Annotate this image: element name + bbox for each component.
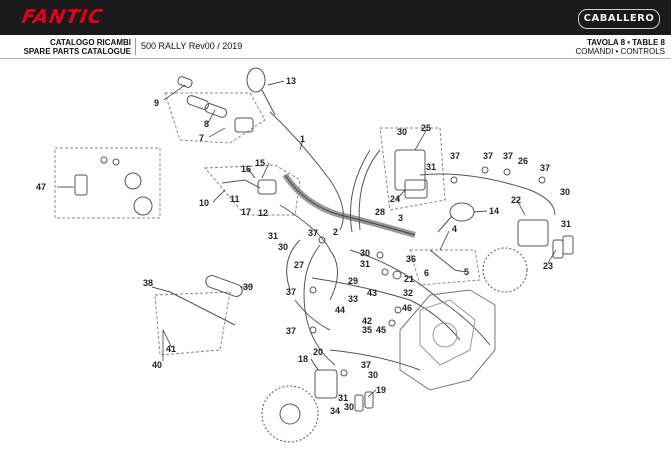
catalog-title-en: SPARE PARTS CATALOGUE	[23, 47, 131, 56]
callout-3: 3	[398, 213, 403, 223]
callout-31c: 31	[561, 219, 571, 229]
callout-12: 12	[258, 208, 268, 218]
callout-28: 28	[375, 207, 385, 217]
callout-13: 13	[286, 76, 296, 86]
callout-labels: 13 1 9 8 7 10 15 16 11 17 12 47 31 30 37…	[36, 76, 571, 416]
callout-37e: 37	[540, 163, 550, 173]
callout-4: 4	[452, 224, 457, 234]
callout-27: 27	[294, 260, 304, 270]
callout-37f: 37	[286, 287, 296, 297]
callout-1: 1	[300, 134, 305, 144]
header-divider	[135, 38, 136, 55]
callout-6: 6	[424, 268, 429, 278]
callout-10: 10	[199, 198, 209, 208]
callout-11: 11	[230, 194, 240, 204]
callout-39: 39	[243, 282, 253, 292]
header-bar: FANTIC CABALLERO	[0, 0, 671, 35]
callout-21: 21	[404, 274, 414, 284]
callout-9: 9	[154, 98, 159, 108]
callout-30a: 30	[278, 242, 288, 252]
callout-22: 22	[511, 195, 521, 205]
callout-35: 35	[362, 325, 372, 335]
callout-14: 14	[489, 206, 499, 216]
model-badge: CABALLERO	[578, 9, 660, 29]
callout-29: 29	[348, 276, 358, 286]
leader-lines	[57, 80, 557, 398]
callout-41: 41	[166, 344, 176, 354]
callout-37b: 37	[450, 151, 460, 161]
catalog-header: CATALOGO RICAMBI SPARE PARTS CATALOGUE 5…	[0, 35, 671, 59]
callout-42: 42	[362, 316, 372, 326]
callout-15: 15	[255, 158, 265, 168]
callout-37g: 37	[286, 326, 296, 336]
callout-30e: 30	[368, 370, 378, 380]
callout-30c: 30	[560, 187, 570, 197]
callout-37h: 37	[361, 360, 371, 370]
group-outlines	[54, 92, 481, 356]
callout-19: 19	[376, 385, 386, 395]
exploded-parts-diagram: 13 1 9 8 7 10 15 16 11 17 12 47 31 30 37…	[36, 67, 574, 443]
callout-30b: 30	[397, 127, 407, 137]
callout-46: 46	[402, 303, 412, 313]
callout-24: 24	[390, 194, 400, 204]
callout-32: 32	[403, 288, 413, 298]
callout-34: 34	[330, 406, 340, 416]
callout-36: 36	[406, 254, 416, 264]
callout-44: 44	[335, 305, 345, 315]
callout-23: 23	[543, 261, 553, 271]
callout-25: 25	[421, 123, 431, 133]
callout-37c: 37	[483, 151, 493, 161]
callout-30d: 30	[360, 248, 370, 258]
callout-37d: 37	[503, 151, 513, 161]
callout-16: 16	[241, 164, 251, 174]
callout-30f: 30	[344, 402, 354, 412]
table-title: TAVOLA 8 • TABLE 8 COMANDI • CONTROLS	[576, 38, 665, 56]
callout-31a: 31	[268, 231, 278, 241]
callout-33: 33	[348, 294, 358, 304]
callout-31e: 31	[338, 393, 348, 403]
callout-47: 47	[36, 182, 46, 192]
callout-2: 2	[333, 227, 338, 237]
table-number: TAVOLA 8 • TABLE 8	[586, 38, 665, 47]
callout-18: 18	[298, 354, 308, 364]
callout-38: 38	[143, 278, 153, 288]
callout-31b: 31	[426, 162, 436, 172]
callout-37a: 37	[308, 228, 318, 238]
callout-45: 45	[376, 325, 386, 335]
callout-31d: 31	[360, 259, 370, 269]
brand-logo: FANTIC	[20, 6, 106, 28]
callout-43: 43	[367, 288, 377, 298]
callout-8: 8	[204, 119, 209, 129]
table-name: COMANDI • CONTROLS	[575, 47, 665, 56]
catalog-title-it: CATALOGO RICAMBI	[49, 38, 131, 47]
document-name: 500 RALLY Rev00 / 2019	[141, 41, 243, 51]
callout-26: 26	[518, 156, 528, 166]
callout-7: 7	[199, 133, 204, 143]
callout-5: 5	[464, 267, 469, 277]
catalog-title: CATALOGO RICAMBI SPARE PARTS CATALOGUE	[6, 38, 131, 56]
callout-17: 17	[241, 207, 251, 217]
callout-40: 40	[152, 360, 162, 370]
callout-20: 20	[313, 347, 323, 357]
